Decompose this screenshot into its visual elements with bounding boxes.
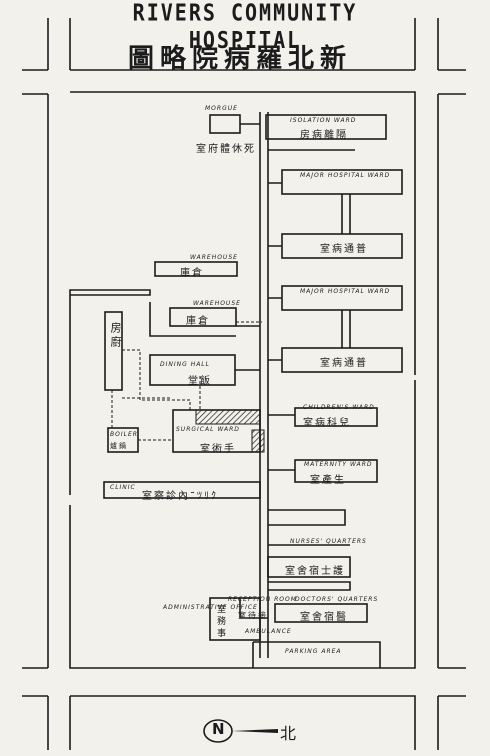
morgue-cn-label: 室府體休死 (196, 144, 256, 155)
major-ward-2-label: MAJOR HOSPITAL WARD (300, 288, 391, 295)
warehouse-1-building (154, 261, 238, 277)
major-ward-2-cn-label: 室病通普 (320, 358, 368, 369)
nurses-quarters-label: NURSES' QUARTERS (290, 538, 367, 545)
warehouse-2-building (169, 307, 237, 327)
doctors-quarters-label: DOCTORS' QUARTERS (295, 596, 379, 603)
warehouse-2-label: WAREHOUSE (193, 300, 241, 307)
isolation-ward-cn-label: 房病離隔 (300, 130, 348, 141)
boiler-cn-label: 爐鍋 (110, 442, 128, 450)
maternity-ward-cn-label: 室產生 (310, 475, 346, 486)
isolation-ward-label: ISOLATION WARD (290, 117, 357, 124)
warehouse-1-label: WAREHOUSE (190, 254, 238, 261)
admin-office-building (209, 597, 261, 641)
clinic-building (103, 481, 261, 499)
warehouse-2-cn-label: 庫倉 (186, 316, 210, 327)
major-ward-1-label: MAJOR HOSPITAL WARD (300, 172, 391, 179)
page-subtitle: 圖略院病羅北新 (127, 44, 352, 74)
compass-cn-label: 北 (280, 724, 297, 743)
dining-hall-label: DINING HALL (160, 361, 210, 368)
boiler-label: BOILER (110, 431, 138, 438)
surgical-ward-label: SURGICAL WARD (176, 426, 240, 433)
childrens-ward-building (294, 407, 378, 427)
surgical-hatch-2 (251, 429, 265, 453)
dining-hall-cn-label: 堂飯 (188, 376, 212, 387)
maternity-ward-building (294, 459, 378, 483)
major-ward-1-cn-label: 室病通普 (320, 244, 368, 255)
ambulance-label: AMBULANCE (245, 628, 292, 635)
morgue-building (209, 114, 241, 134)
parking-label: PARKING AREA (285, 648, 342, 655)
doctors-quarters-building (274, 603, 368, 623)
page-title: RIVERS COMMUNITY HOSPITAL (132, 0, 358, 54)
nurses-quarters-building (267, 556, 351, 578)
clinic-cn-label: 室察診內ﾆﾂﾘｸ (142, 491, 218, 502)
childrens-ward-label: CHILDREN'S WARD (303, 404, 375, 411)
footer-frame (69, 695, 416, 750)
surgical-ward-cn-label: 室術手 (200, 444, 236, 455)
main-corridor (259, 112, 269, 658)
compass-letter: N (212, 720, 225, 738)
isolation-ward-building (265, 114, 387, 140)
maternity-ward-label: MATERNITY WARD (304, 461, 373, 468)
childrens-ward-cn-label: 室病科兒 (303, 418, 351, 429)
reception-room-label: RECEPTION ROOM (228, 596, 297, 603)
kitchen-cn-label: 房廚 (109, 322, 122, 350)
site-boundary (69, 91, 416, 669)
morgue-label: MORGUE (205, 105, 238, 112)
clinic-label: CLINIC (110, 484, 136, 491)
parking-area (252, 641, 381, 668)
compass-icon (203, 719, 278, 743)
header-frame (69, 18, 416, 71)
admin-cn-label: 室務事 (215, 604, 225, 640)
surgical-hatch-1 (195, 409, 261, 425)
nurses-quarters-cn-label: 室舍宿士護 (285, 566, 345, 577)
kitchen-building (104, 311, 123, 391)
reception-cn-label: 室待接 (238, 611, 268, 620)
doctors-quarters-cn-label: 室舍宿醫 (300, 612, 348, 623)
warehouse-1-cn-label: 庫倉 (180, 268, 204, 279)
admin-office-label: ADMINISTRATIVE OFFICE (163, 604, 258, 611)
